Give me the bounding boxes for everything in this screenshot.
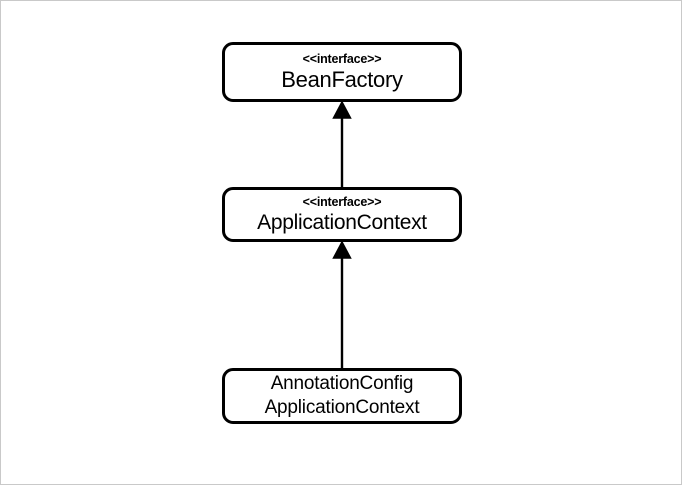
class-name-annotationconfig-line1: AnnotationConfig (270, 372, 414, 394)
class-node-annotationconfigapplicationcontext[interactable]: AnnotationConfig ApplicationContext (222, 368, 462, 424)
arrowhead-lower (332, 240, 352, 259)
class-node-beanfactory[interactable]: <<interface>> BeanFactory (222, 42, 462, 102)
class-name-beanfactory: BeanFactory (281, 66, 403, 92)
stereotype-label-applicationcontext: <<interface>> (302, 195, 382, 210)
class-name-applicationcontext: ApplicationContext (257, 210, 427, 234)
arrowhead-upper (332, 100, 352, 119)
stereotype-label-beanfactory: <<interface>> (302, 52, 382, 67)
class-node-applicationcontext[interactable]: <<interface>> ApplicationContext (222, 187, 462, 242)
class-name-annotationconfig-line2: ApplicationContext (264, 397, 420, 418)
